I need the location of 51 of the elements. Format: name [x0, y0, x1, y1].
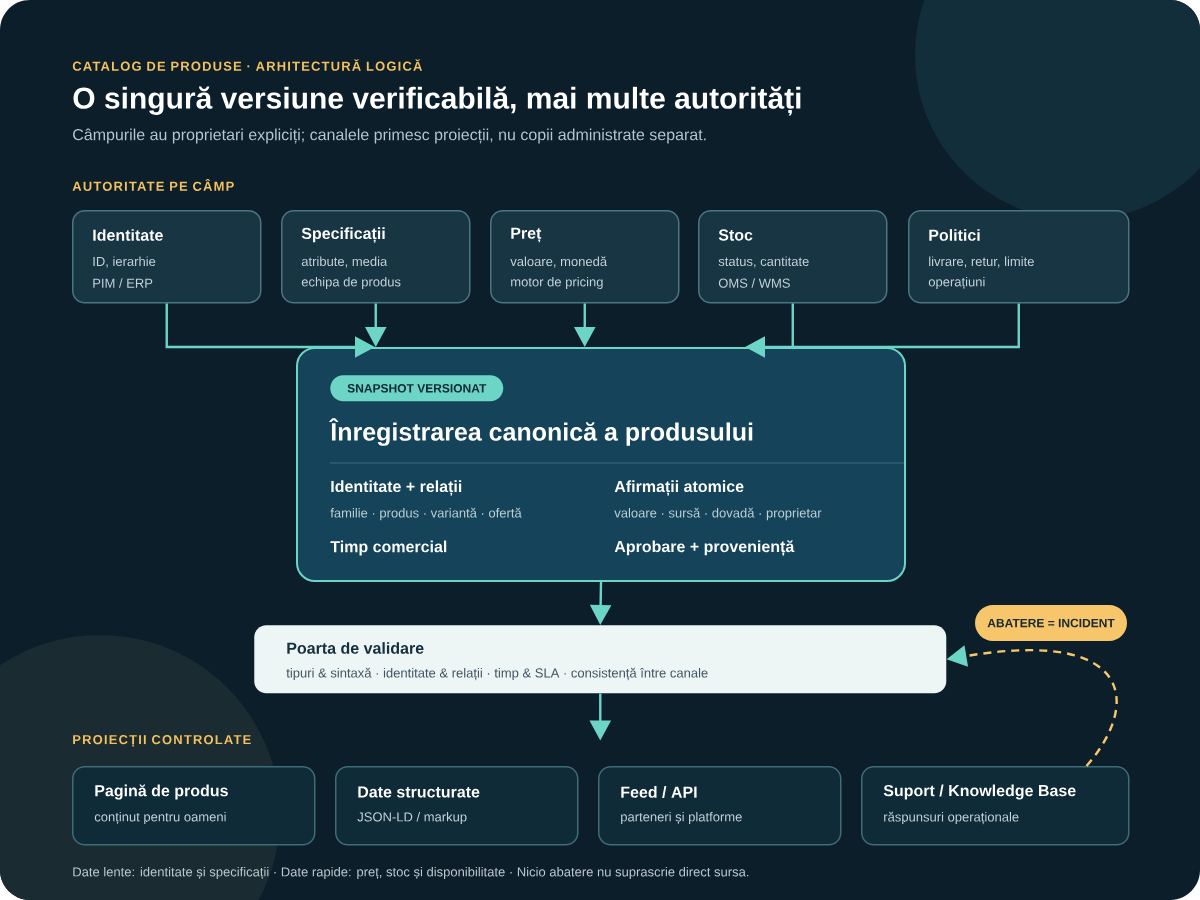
card-text: operațiuni — [928, 276, 985, 290]
card-text: răspunsuri operaționale — [884, 811, 1019, 825]
card-title: Specificații — [301, 227, 385, 243]
card-text: status, cantitate — [718, 256, 809, 268]
channel-card — [861, 766, 1130, 846]
authority-card — [908, 210, 1130, 304]
channel-card — [335, 766, 579, 846]
edge-label: ABATERE = INCIDENT — [975, 605, 1127, 641]
card-text: OMS / WMS — [718, 278, 790, 288]
subtitle: Câmpurile au proprietari expliciți; canalele primesc proiecții, nu copii administrate separat. — [73, 128, 706, 144]
column-heading: Identitate + relații — [331, 480, 462, 496]
validation-box — [254, 625, 947, 694]
authority-card — [698, 210, 888, 304]
card-text: echipa de produs — [301, 276, 401, 290]
section-heading: PROIECȚII CONTROLATE — [73, 735, 251, 747]
record-panel — [296, 347, 906, 582]
card-text: livrare, retur, limite — [929, 256, 1034, 268]
footnote: Date lente: identitate și specificații · Date rapide: preț, stoc și disponibilitate · Nicio abatere nu suprascrie direct sursa. — [73, 866, 749, 880]
authority-card — [72, 210, 262, 304]
card-title: Preț — [511, 227, 542, 243]
column-heading: Timp comercial — [330, 540, 447, 556]
card-title: Identitate — [93, 229, 163, 241]
version-badge: SNAPSHOT VERSIONAT — [330, 375, 504, 402]
card-title: Politici — [929, 229, 980, 241]
column-text: familie · produs · variantă · ofertă — [330, 507, 522, 521]
card-text: JSON-LD / markup — [357, 811, 467, 825]
authority-card — [281, 210, 471, 304]
card-text: parteneri și platforme — [621, 811, 742, 825]
card-text: motor de pricing — [511, 276, 603, 290]
box-text: tipuri & sintaxă · identitate & relații · timp & SLA · consistență între canale — [286, 667, 708, 681]
authority-card — [490, 210, 680, 304]
card-text: atribute, media — [301, 256, 388, 268]
card-text: PIM / ERP — [93, 278, 153, 288]
card-text: ID, ierarhie — [93, 256, 156, 268]
card-text: valoare, monedă — [510, 256, 608, 268]
box-title: Poarta de validare — [287, 642, 424, 654]
card-title: Stoc — [718, 229, 753, 241]
column-heading: Afirmații atomice — [614, 480, 744, 496]
card-title: Feed / API — [621, 786, 697, 798]
panel-heading: Înregistrarea canonică a produsului — [329, 418, 753, 446]
card-title: Pagină de produs — [95, 784, 228, 800]
card-title: Date structurate — [358, 786, 480, 798]
title: O singură versiune verificabilă, mai multe autorități — [73, 86, 801, 116]
card-title: Suport / Knowledge Base — [883, 784, 1076, 800]
section-heading: AUTORITATE PE CÂMP — [72, 179, 234, 191]
kicker-label: CATALOG DE PRODUSE · ARHITECTURĂ LOGICĂ — [72, 59, 423, 71]
card-text: conținut pentru oameni — [94, 811, 226, 825]
column-heading: Aprobare + proveniență — [614, 540, 795, 556]
channel-card — [598, 766, 842, 846]
channel-card — [72, 766, 316, 846]
column-text: valoare · sursă · dovadă · proprietar — [614, 507, 822, 521]
